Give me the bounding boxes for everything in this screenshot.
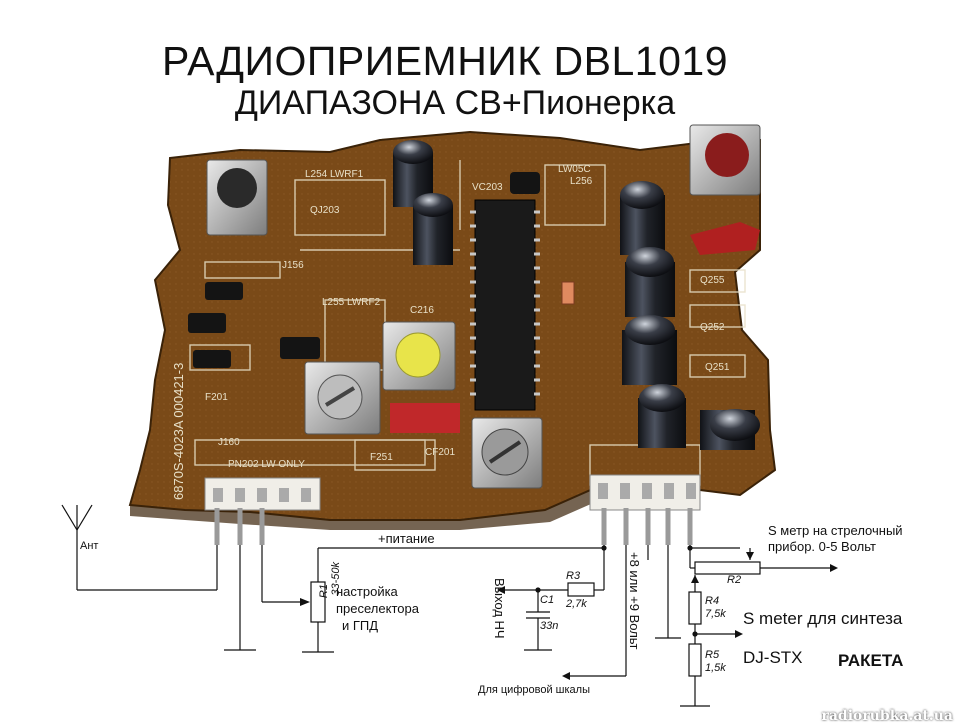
silk-lw05c: LW05C (558, 164, 591, 175)
antenna-label: Ант (80, 540, 99, 552)
silk-j156: J156 (282, 260, 304, 271)
s-meter-note-1: S метр на стрелочный (768, 523, 903, 538)
silk-qj203: QJ203 (310, 205, 340, 216)
transistors (188, 172, 540, 368)
if-can-top-left (206, 159, 268, 236)
silk-l256: L256 (570, 176, 593, 187)
raketa-label: РАКЕТА (838, 651, 904, 670)
tuning-line-1: настройка (336, 584, 398, 599)
r3-name: R3 (566, 570, 581, 582)
r4-value: 7,5k (705, 608, 726, 620)
power-label: +питание (378, 531, 435, 546)
r2-name: R2 (727, 574, 742, 586)
schematic-wires (61, 504, 830, 707)
c1-name: C1 (540, 594, 555, 606)
silk-q252: Q252 (700, 322, 725, 333)
electrolytic-capacitors (393, 140, 760, 450)
c1-value: 33n (540, 620, 559, 632)
title-line-2: ДИАПАЗОНА СВ+Пионерка (234, 84, 676, 122)
silk-j160: J160 (218, 437, 240, 448)
if-can-top-right (689, 124, 761, 196)
silk-f251: F251 (370, 452, 393, 463)
r1-name: R1 (318, 584, 330, 599)
silk-l255: L255 LWRF2 (322, 297, 381, 308)
supply-label: +8 или +9 Вольт (627, 552, 642, 650)
if-can-white-left (304, 361, 381, 435)
watermark: radiorubka.at.ua (821, 708, 953, 724)
if-can-yellow (382, 321, 456, 391)
if-can-white-bottom (471, 417, 543, 489)
dj-stx-label: DJ-STX (743, 648, 803, 667)
digital-scale-label: Для цифровой шкалы (478, 684, 590, 696)
silk-q251: Q251 (705, 362, 730, 373)
connector-pins (214, 508, 693, 545)
red-filter (390, 403, 460, 433)
diode (561, 281, 575, 305)
s-meter-synth-label: S meter для синтеза (743, 609, 903, 628)
silk-q255: Q255 (700, 275, 725, 286)
silk-pn202: PN202 LW ONLY (228, 459, 305, 470)
silk-f201: F201 (205, 392, 228, 403)
schematic-arrows (300, 545, 838, 680)
s-meter-note-2: прибор. 0-5 Вольт (768, 539, 876, 554)
red-capacitor (690, 222, 760, 255)
silk-cf201: CF201 (425, 447, 455, 458)
r5-value: 1,5k (705, 662, 726, 674)
tuning-line-2: преселектора (336, 601, 419, 616)
r5-name: R5 (705, 649, 720, 661)
audio-out-label: Выход НЧ (492, 578, 507, 639)
connector-right (589, 474, 701, 511)
ic-chip (470, 199, 540, 411)
r4-name: R4 (705, 595, 720, 607)
tuning-line-3: и ГПД (342, 618, 379, 633)
silk-c216: C216 (410, 305, 434, 316)
r3-value: 2,7k (566, 598, 587, 610)
silk-serial: 6870S-4023A 000421-3 (171, 363, 186, 500)
title-line-1: РАДИОПРИЕМНИК DBL1019 (161, 38, 729, 84)
silk-vc203: VC203 (472, 182, 503, 193)
silk-l254: L254 LWRF1 (305, 169, 364, 180)
connector-left (204, 477, 321, 511)
